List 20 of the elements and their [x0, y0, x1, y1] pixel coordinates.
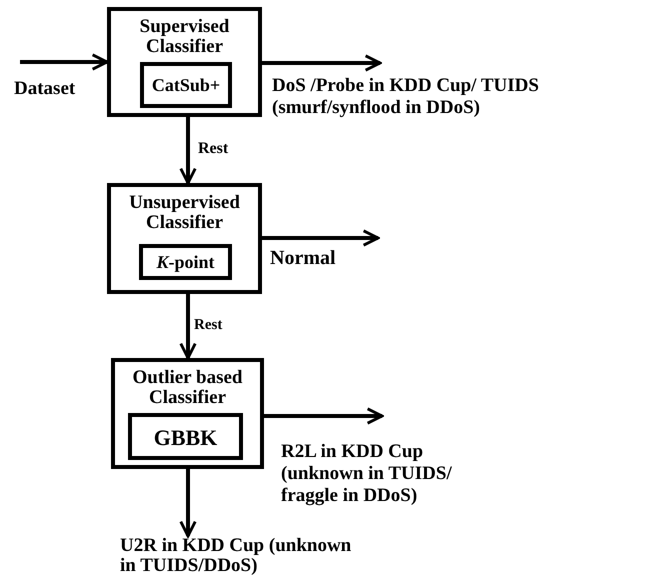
- result-text: U2R in KDD Cup (unknown in TUIDS/DDoS): [120, 536, 352, 576]
- box-title: Supervised Classifier: [138, 17, 230, 57]
- arrow: [179, 294, 197, 360]
- classifier-box: [107, 183, 262, 294]
- classifier-box: [107, 7, 262, 117]
- box-title: Unsupervised Classifier: [128, 193, 241, 233]
- arrow: [179, 117, 197, 184]
- box-title: K-point: [155, 253, 216, 272]
- method-box: [139, 244, 232, 280]
- box-title: GBBK: [152, 426, 218, 450]
- arrow: [262, 54, 382, 72]
- classifier-box: [111, 358, 264, 469]
- method-box: [128, 413, 243, 460]
- box-title: CatSub+: [150, 76, 222, 95]
- arrow: [264, 407, 384, 425]
- box-title: Outlier based Classifier: [132, 368, 244, 408]
- arrow: [20, 53, 108, 71]
- arrow: [179, 469, 197, 538]
- arrow: [262, 229, 380, 247]
- method-box: [140, 62, 232, 108]
